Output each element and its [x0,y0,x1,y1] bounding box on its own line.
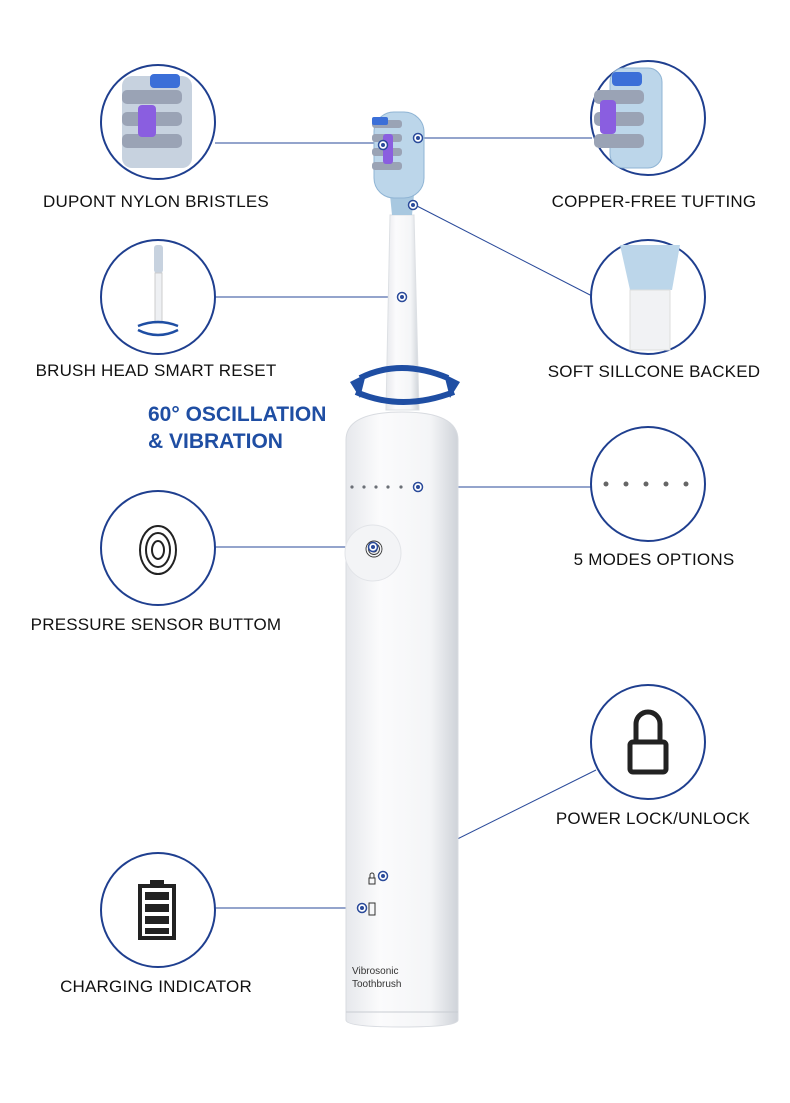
oscillation-arrows-icon [354,365,456,405]
label-pressure-sensor: PRESSURE SENSOR BUTTOM [30,615,282,634]
headline-line-1: 60° OSCILLATION [148,403,327,426]
label-charging-indicator: CHARGING INDICATOR [60,977,252,996]
label-dupont-nylon-bristles: DUPONT NYLON BRISTLES [43,192,269,211]
toothbrush [344,111,459,1028]
product-brand-text: Vibrosonic Toothbrush [352,965,401,991]
label-copper-free-tufting: COPPER-FREE TUFTING [551,192,757,211]
label-brush-head-smart-reset: BRUSH HEAD SMART RESET [35,361,277,380]
label-soft-silicone-backed: SOFT SILLCONE BACKED [547,362,761,381]
brand-line-2: Toothbrush [352,979,402,990]
fingerprint-icon [100,490,216,606]
oscillation-headline: 60° OSCILLATION & VIBRATION [148,401,326,455]
brand-line-1: Vibrosonic [352,966,399,977]
headline-line-2: & VIBRATION [148,430,283,453]
label-power-lock: POWER LOCK/UNLOCK [555,809,751,828]
label-5-modes-options: 5 MODES OPTIONS [573,550,735,569]
